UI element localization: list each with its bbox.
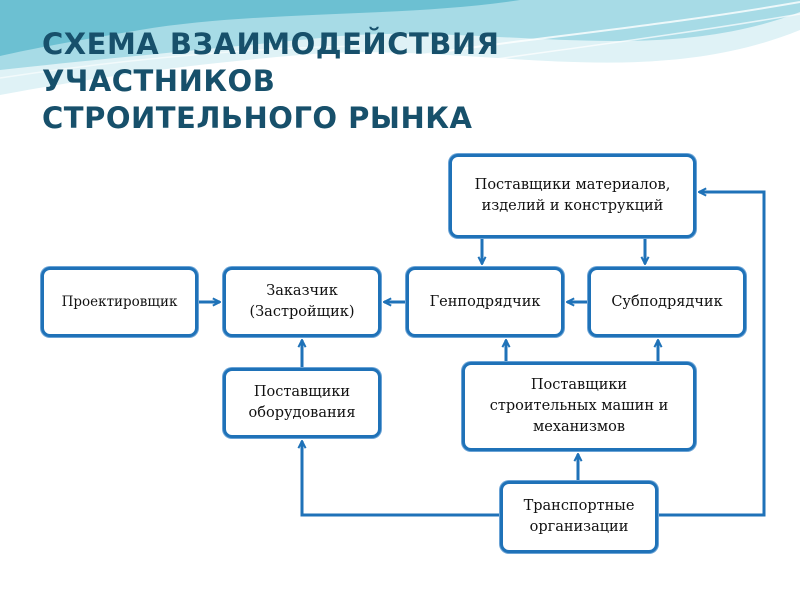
- node-label: Поставщики: [253, 384, 351, 400]
- wave-line-3: [0, 45, 361, 79]
- node-label: организации: [529, 519, 629, 535]
- node-suppliers-materials: Поставщики материалов, изделий и констру…: [449, 154, 696, 238]
- node-transport: Транспортные организации: [500, 481, 658, 553]
- node-label: строительных машин и: [489, 398, 669, 414]
- title-line: СТРОИТЕЛЬНОГО РЫНКА: [42, 101, 473, 135]
- node-machinery-suppliers: Поставщики строительных машин и механизм…: [462, 362, 696, 451]
- title-line: СХЕМА ВЗАИМОДЕЙСТВИЯ: [42, 27, 500, 61]
- wave-line-2: [419, 13, 800, 71]
- node-label: Поставщики материалов,: [474, 177, 671, 193]
- node-label: изделий и конструкций: [481, 198, 664, 214]
- node-label: Генподрядчик: [429, 293, 541, 310]
- node-label: механизмов: [532, 419, 626, 435]
- node-label: Заказчик: [266, 283, 338, 299]
- node-label: Поставщики: [530, 377, 628, 393]
- node-label: Субподрядчик: [611, 293, 723, 310]
- node-equipment-suppliers: Поставщики оборудования: [223, 368, 381, 438]
- wave-line-1: [379, 1, 800, 63]
- title-line: УЧАСТНИКОВ: [42, 64, 276, 98]
- node-label: Проектировщик: [61, 293, 178, 310]
- node-label: оборудования: [248, 405, 356, 421]
- node-designer: Проектировщик: [41, 267, 198, 337]
- node-customer: Заказчик (Застройщик): [223, 267, 381, 337]
- node-label: (Застройщик): [249, 304, 355, 320]
- node-general-contractor: Генподрядчик: [406, 267, 564, 337]
- slide-title: СХЕМА ВЗАИМОДЕЙСТВИЯ УЧАСТНИКОВ СТРОИТЕЛ…: [42, 26, 602, 137]
- node-label: Транспортные: [523, 498, 635, 514]
- wave-band-dark: [0, 0, 520, 56]
- node-subcontractor: Субподрядчик: [588, 267, 746, 337]
